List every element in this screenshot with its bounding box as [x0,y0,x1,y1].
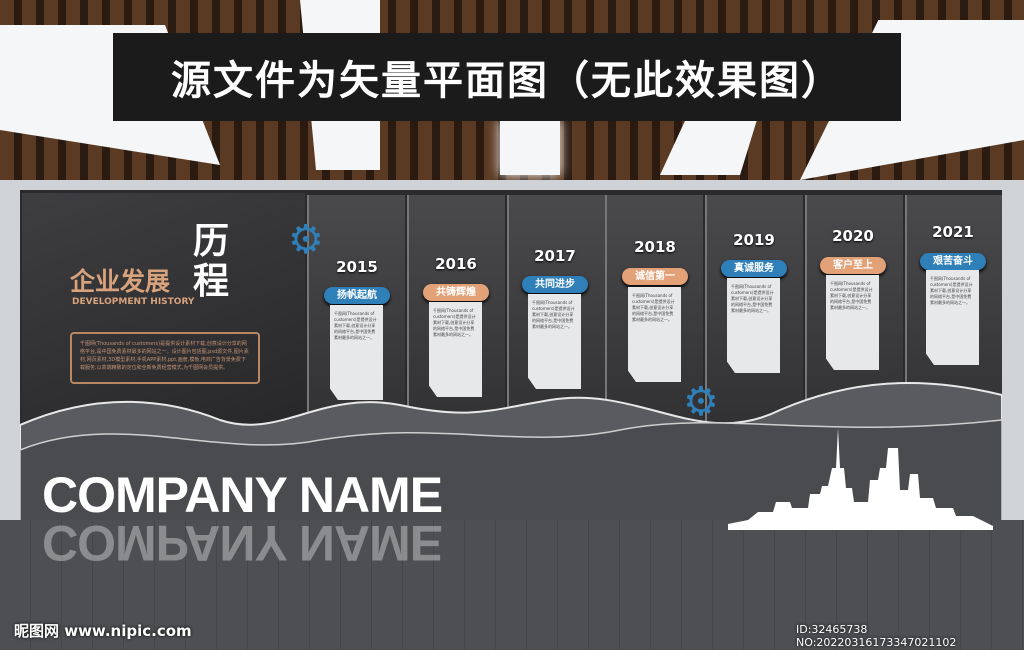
intro-text: 千图网(Thousands of customers)是提供设计素材下载,创意设… [70,332,260,384]
timeline-card: 千图网(Thousands of customers)是提供设计素材下载,创意设… [330,305,383,400]
timeline-year: 2019 [733,231,775,249]
city-skyline [728,428,993,530]
timeline-label: 客户至上 [820,257,886,274]
timeline-year: 2016 [435,255,477,273]
timeline-label: 真诚服务 [721,260,787,277]
timeline-card: 千图网(Thousands of customers)是提供设计素材下载,创意设… [926,270,979,365]
timeline-year: 2015 [336,258,378,276]
timeline-card: 千图网(Thousands of customers)是提供设计素材下载,创意设… [826,275,879,370]
ceiling-light [500,120,560,175]
gear-icon: ⚙ [288,217,324,263]
timeline-label: 共铸辉煌 [423,284,489,301]
watermark: 昵图网 www.nipic.com [14,622,192,640]
company-name: COMPANY NAME [42,467,443,523]
company-name-reflection: COMPANY NAME [42,515,443,571]
timeline-card: 千图网(Thousands of customers)是提供设计素材下载,创意设… [727,278,780,373]
gear-icon: ⚙ [683,379,719,425]
timeline-year: 2021 [932,223,974,241]
source-notice-banner: 源文件为矢量平面图（无此效果图） [113,33,901,121]
timeline-card: 千图网(Thousands of customers)是提供设计素材下载,创意设… [528,294,581,389]
timeline-year: 2017 [534,247,576,265]
timeline-label: 诚信第一 [622,268,688,285]
image-id: ID:32465738 NO:20220316173347021102 [796,623,957,649]
title-cn: 企业发展 [70,267,171,296]
timeline-year: 2020 [832,227,874,245]
timeline-card: 千图网(Thousands of customers)是提供设计素材下载,创意设… [429,302,482,397]
title-en: DEVELOPMENT HISTORY [72,297,195,307]
timeline-year: 2018 [634,238,676,256]
timeline-label: 扬帆起航 [324,287,390,304]
timeline-label: 艰苦奋斗 [920,253,986,270]
hills-decoration [20,382,1002,525]
floor [0,520,1024,650]
title-big: 历程 [193,221,230,302]
timeline-label: 共同进步 [522,276,588,293]
timeline-card: 千图网(Thousands of customers)是提供设计素材下载,创意设… [628,287,681,382]
